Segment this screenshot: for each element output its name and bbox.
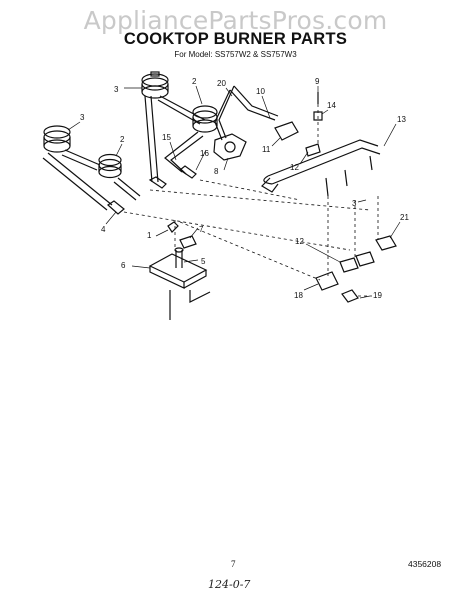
callout-14: 14 bbox=[327, 101, 336, 110]
burner-front bbox=[98, 153, 122, 179]
document-number: 4356208 bbox=[408, 559, 442, 569]
callout-2a: 2 bbox=[192, 77, 197, 86]
manifold-bracket bbox=[261, 177, 279, 193]
callout-20: 20 bbox=[217, 79, 226, 88]
fitting-12a bbox=[305, 143, 321, 157]
callout-4: 4 bbox=[101, 225, 106, 234]
callout-15: 15 bbox=[162, 133, 171, 142]
callout-18: 18 bbox=[294, 291, 303, 300]
page-number: 7 bbox=[231, 559, 236, 569]
orifice-14 bbox=[313, 111, 323, 121]
callout-16: 16 bbox=[200, 149, 209, 158]
manifold-stubs bbox=[325, 155, 373, 197]
burner-rear-left bbox=[141, 71, 169, 99]
burner-rear-right bbox=[192, 105, 218, 133]
callout-3b: 3 bbox=[80, 113, 85, 122]
callout-12b: 12 bbox=[295, 237, 304, 246]
callout-9: 9 bbox=[315, 77, 320, 86]
orifice-left bbox=[107, 200, 125, 215]
callout-2b: 2 bbox=[120, 135, 125, 144]
tube-20 bbox=[229, 85, 279, 121]
callout-3c: 3 bbox=[352, 199, 357, 208]
burner-tube-b bbox=[61, 149, 101, 171]
burner-tube-a bbox=[157, 95, 206, 125]
knob-19 bbox=[341, 289, 359, 303]
switch-7 bbox=[179, 235, 197, 249]
callout-1: 1 bbox=[147, 231, 152, 240]
burner-left bbox=[43, 125, 71, 153]
alignment-lines bbox=[123, 104, 379, 281]
screw-1 bbox=[167, 221, 179, 233]
callout-19: 19 bbox=[373, 291, 382, 300]
valve-12b-1 bbox=[339, 257, 359, 273]
valve-18 bbox=[315, 271, 339, 291]
callout-5: 5 bbox=[201, 257, 206, 266]
watermark: AppliancePartsPros.com bbox=[83, 6, 388, 35]
fitting-16 bbox=[178, 165, 197, 179]
valve-11 bbox=[274, 121, 299, 141]
valve-12b-2 bbox=[355, 251, 375, 267]
leader-lines bbox=[67, 85, 401, 299]
diagram-title: COOKTOP BURNER PARTS bbox=[123, 30, 348, 48]
callout-8: 8 bbox=[214, 167, 219, 176]
callout-7: 7 bbox=[199, 225, 204, 234]
callout-12a: 12 bbox=[290, 163, 299, 172]
venturi-tube-left bbox=[42, 152, 113, 211]
manifold bbox=[267, 139, 381, 185]
callout-11: 11 bbox=[262, 145, 271, 154]
handwritten-note: 124-0-7 bbox=[208, 578, 251, 591]
regulator bbox=[213, 133, 247, 161]
callout-21: 21 bbox=[400, 213, 409, 222]
ignition-bracket bbox=[148, 247, 211, 320]
callout-6: 6 bbox=[121, 261, 126, 270]
callout-13: 13 bbox=[397, 115, 406, 124]
callout-numbers: 3 2 20 10 9 14 13 3 2 15 16 8 11 12 4 7 … bbox=[80, 77, 409, 300]
valve-21 bbox=[375, 235, 397, 251]
callout-10: 10 bbox=[256, 87, 265, 96]
tube-20b bbox=[214, 85, 235, 141]
callout-3a: 3 bbox=[114, 85, 119, 94]
venturi-tube-front bbox=[113, 177, 141, 201]
venturi-tube-rear bbox=[144, 95, 159, 183]
model-subtitle: For Model: SS757W2 & SS757W3 bbox=[174, 50, 297, 59]
